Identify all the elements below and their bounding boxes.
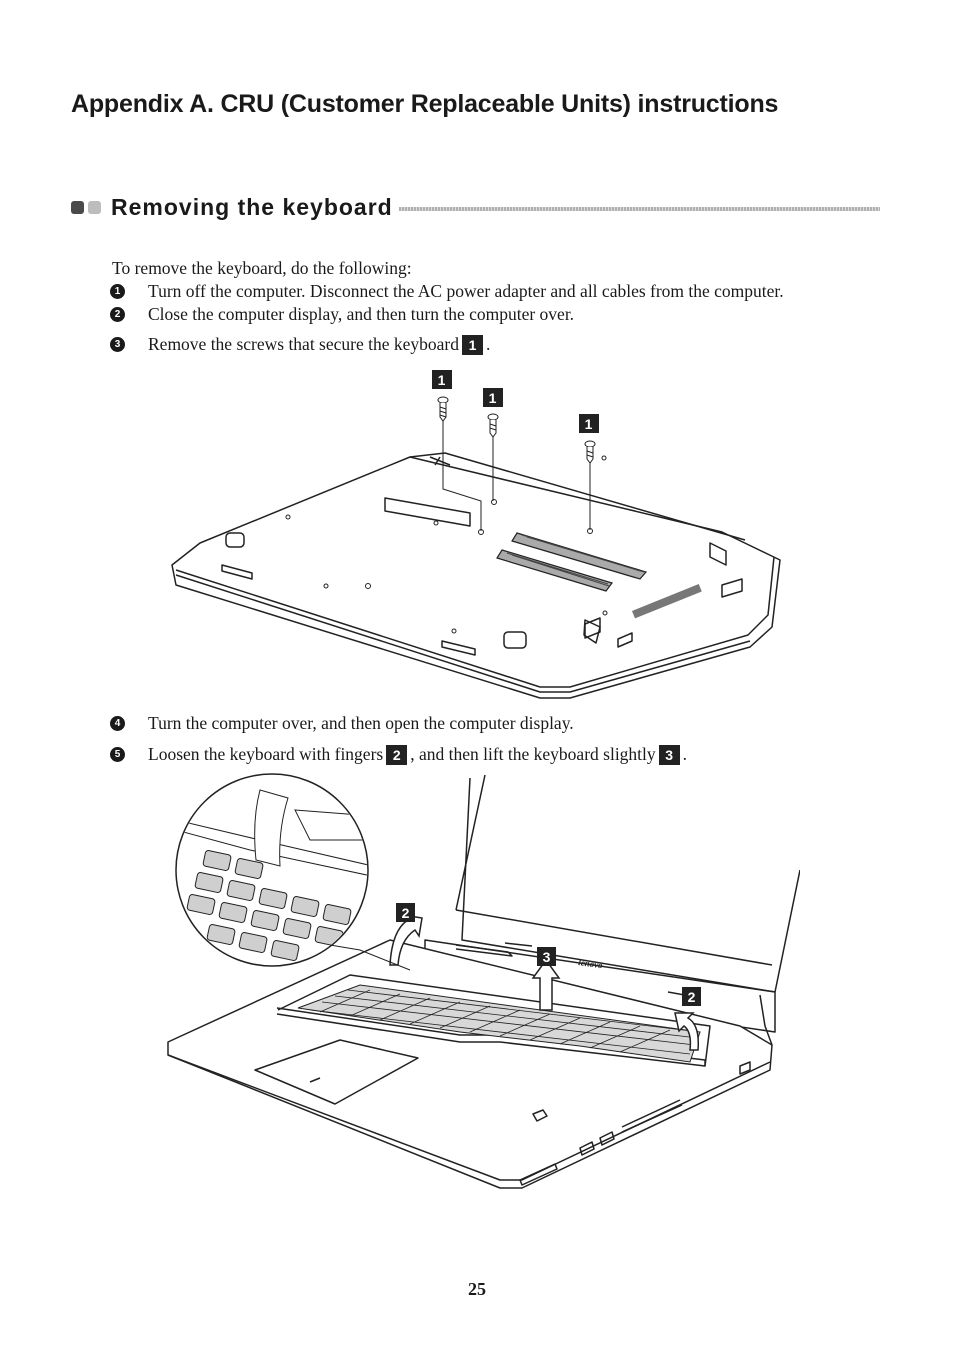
figure-1-callouts — [432, 370, 599, 433]
laptop-bottom-illustration — [171, 370, 781, 699]
brand-logo: lenovo — [578, 957, 604, 970]
figure-2-callout: 2 — [687, 989, 696, 1005]
step-3-end: . — [486, 334, 491, 354]
figure-2-callout: 3 — [542, 949, 551, 965]
step-5-end: . — [682, 744, 688, 764]
section-rule — [398, 206, 880, 211]
step-number-1: 1 — [110, 284, 125, 299]
figure-1-callout: 1 — [437, 372, 446, 388]
step-5-text: Loosen the keyboard with fingers — [148, 744, 384, 764]
section-title: Removing the keyboard — [111, 193, 393, 220]
step-number-4: 4 — [110, 716, 125, 731]
step-number-3: 3 — [110, 337, 125, 352]
step-2: 2 Close the computer display, and then t… — [110, 304, 574, 325]
callout-badge: 1 — [462, 334, 483, 355]
step-5-text-mid: , and then lift the keyboard slightly — [410, 744, 656, 764]
lenovo-logo: lenovo — [578, 957, 604, 970]
step-3-text: Remove the screws that secure the keyboa… — [148, 334, 459, 354]
figure-2-callout: 2 — [401, 905, 410, 921]
step-5: 5 Loosen the keyboard with fingers 2 , a… — [110, 744, 687, 765]
step-4-text: Turn the computer over, and then open th… — [148, 713, 574, 733]
step-1-text: Turn off the computer. Disconnect the AC… — [148, 281, 784, 301]
callout-badge: 2 — [386, 744, 408, 765]
step-number-2: 2 — [110, 307, 125, 322]
section-marker-light-icon — [88, 200, 101, 214]
figure-1-callout: 1 — [584, 416, 593, 432]
laptop-open-illustration: lenovo — [167, 773, 800, 1189]
appendix-title: Appendix A. CRU (Customer Replaceable Un… — [71, 90, 779, 118]
step-1: 1 Turn off the computer. Disconnect the … — [110, 281, 784, 302]
section-header: Removing the keyboard — [71, 191, 880, 223]
step-4: 4 Turn the computer over, and then open … — [110, 713, 574, 734]
step-3: 3 Remove the screws that secure the keyb… — [110, 334, 490, 355]
figure-2-callouts — [396, 903, 701, 1006]
magnifier-inset — [175, 773, 411, 971]
step-number-5: 5 — [110, 747, 125, 762]
page-number: 25 — [468, 1279, 486, 1299]
figure-1-callout: 1 — [488, 390, 497, 406]
step-2-text: Close the computer display, and then tur… — [148, 304, 575, 324]
intro-text: To remove the keyboard, do the following… — [112, 258, 412, 278]
callout-badge: 3 — [658, 744, 680, 765]
section-marker-dark-icon — [71, 200, 84, 214]
